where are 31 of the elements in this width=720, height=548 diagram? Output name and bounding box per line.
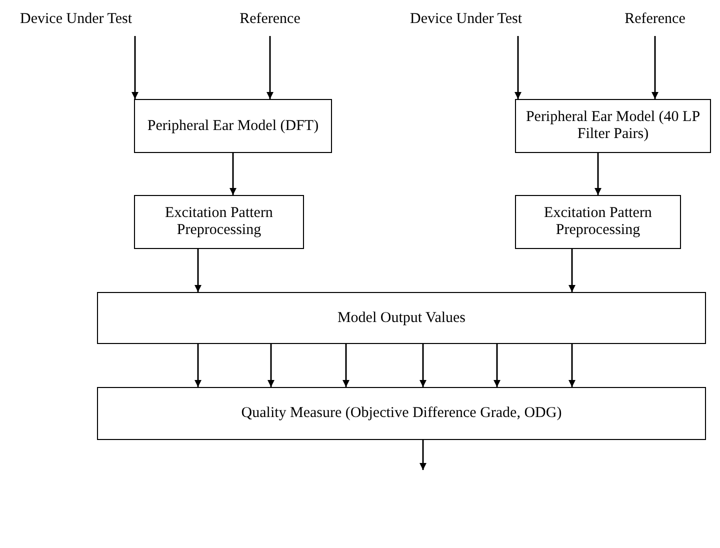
arrow bbox=[342, 344, 350, 387]
arrow bbox=[514, 36, 522, 99]
arrow bbox=[268, 344, 274, 387]
box-label: Peripheral Ear Model (40 LP Filter Pairs) bbox=[524, 109, 702, 143]
arrow bbox=[594, 153, 602, 195]
arrow bbox=[568, 249, 576, 292]
arrow bbox=[132, 36, 138, 99]
arrow bbox=[420, 344, 426, 387]
arrow bbox=[494, 344, 500, 387]
process-box bbox=[515, 195, 681, 249]
input-label: Reference bbox=[225, 8, 315, 30]
arrow bbox=[194, 249, 202, 292]
arrow bbox=[266, 36, 274, 99]
box-label: Model Output Values bbox=[336, 310, 467, 326]
process-box bbox=[134, 99, 332, 153]
box-label: Peripheral Ear Model (DFT) bbox=[146, 118, 320, 134]
process-box bbox=[515, 99, 711, 153]
process-box bbox=[134, 195, 304, 249]
arrow bbox=[420, 440, 426, 470]
process-box bbox=[97, 292, 706, 344]
process-box bbox=[97, 387, 706, 440]
arrow bbox=[652, 36, 658, 99]
box-label: Excitation Pattern Preprocessing bbox=[164, 205, 274, 239]
input-label: Device Under Test bbox=[0, 8, 152, 30]
input-label: Reference bbox=[610, 8, 700, 30]
input-label: Device Under Test bbox=[388, 8, 544, 30]
box-label: Quality Measure (Objective Difference Grade, ODG) bbox=[240, 405, 563, 422]
box-label: Excitation Pattern Preprocessing bbox=[543, 205, 653, 239]
arrow bbox=[194, 344, 202, 387]
arrow bbox=[568, 344, 576, 387]
arrow bbox=[230, 153, 236, 195]
